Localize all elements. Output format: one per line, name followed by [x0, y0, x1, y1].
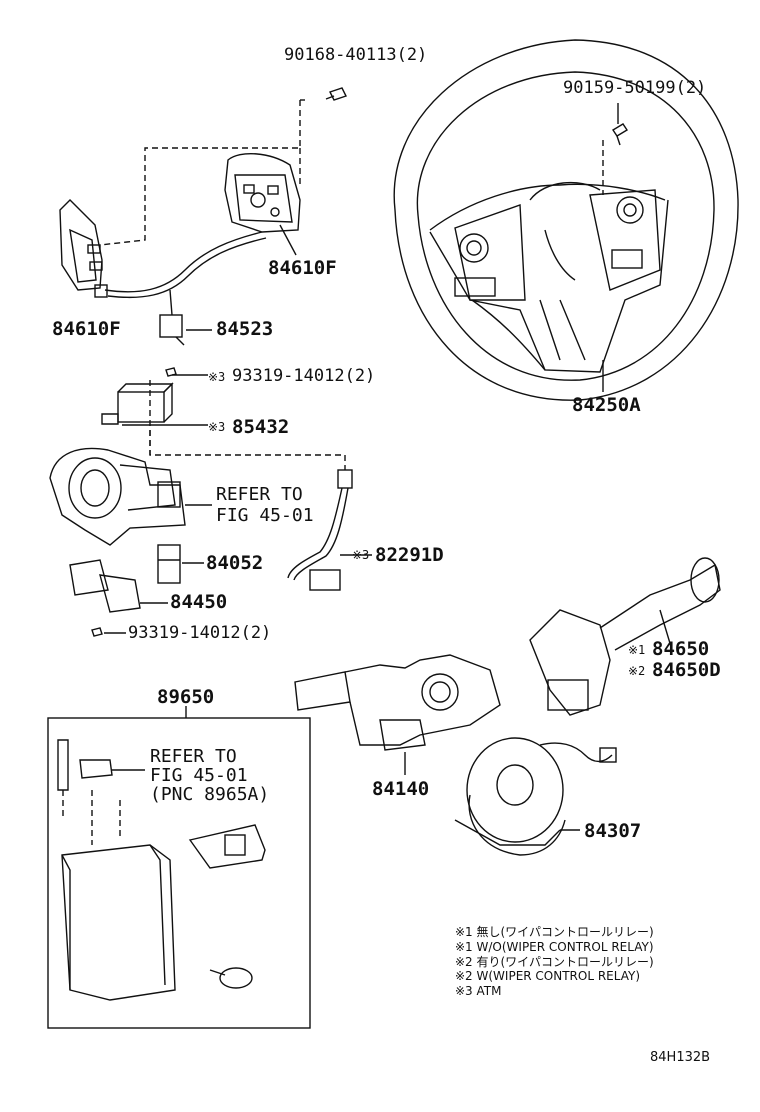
screw-93319-bottom [91, 627, 126, 637]
refer-note-2-line1: REFER TO [150, 746, 237, 767]
refer-note-2-line2: FIG 45-01 [150, 765, 248, 786]
lock-module-85432 [101, 367, 208, 426]
steering-switch-left [59, 199, 103, 291]
screw-90168 [325, 87, 347, 101]
harness-84523 [94, 231, 267, 346]
inset-89650 [47, 706, 311, 1029]
refer-note-1-line1: REFER TO [216, 484, 303, 505]
footnote-2-jp: ※2 有り(ワイパコントロールリレー) [455, 955, 654, 969]
diagram-code: 84H132B [650, 1050, 711, 1065]
label-82291d: 82291D [375, 544, 444, 566]
label-85432: 85432 [232, 416, 290, 438]
mark-93319-top: ※3 [208, 370, 226, 384]
ignition-switch-84052 [157, 544, 204, 584]
steering-column-lock [49, 447, 212, 546]
dashed-leaders-top [99, 99, 305, 246]
steering-switch-right [224, 152, 301, 233]
label-84610f-left: 84610F [52, 318, 121, 340]
mark-82291d: ※3 [352, 548, 370, 562]
label-93319-bottom: 93319-14012(2) [128, 623, 272, 643]
wiper-switch-84650 [529, 557, 721, 716]
label-84250a: 84250A [572, 394, 641, 416]
refer-note-2-line3: (PNC 8965A) [150, 784, 270, 805]
mark-85432: ※3 [208, 420, 226, 434]
dashed-leaders-lock [149, 380, 346, 470]
spiral-cable-84307 [454, 737, 617, 856]
label-90159: 90159-50199(2) [563, 78, 707, 98]
label-84650d: 84650D [652, 659, 721, 681]
sensor-84450 [69, 559, 168, 613]
mark-84650: ※1 [628, 643, 646, 657]
label-84450: 84450 [170, 591, 228, 613]
footnote-1-jp: ※1 無し(ワイパコントロールリレー) [455, 925, 654, 939]
label-89650: 89650 [157, 686, 215, 708]
label-84523: 84523 [216, 318, 274, 340]
cable-82291d [287, 469, 372, 591]
footnote-3: ※3 ATM [455, 984, 502, 998]
label-90168: 90168-40113(2) [284, 45, 428, 65]
footnote-1-en: ※1 W/O(WIPER CONTROL RELAY) [455, 940, 654, 954]
footnote-2-en: ※2 W(WIPER CONTROL RELAY) [455, 969, 641, 983]
mark-84650d: ※2 [628, 664, 646, 678]
label-84052: 84052 [206, 552, 264, 574]
label-84140: 84140 [372, 778, 430, 800]
label-84307: 84307 [584, 820, 642, 842]
combination-switch-84140 [294, 654, 501, 775]
label-84650: 84650 [652, 638, 710, 660]
steering-wheel [393, 39, 739, 401]
refer-note-1-line2: FIG 45-01 [216, 505, 314, 526]
label-93319-top: 93319-14012(2) [232, 366, 376, 386]
label-84610f-right: 84610F [268, 257, 337, 279]
screw-90159 [602, 103, 628, 195]
